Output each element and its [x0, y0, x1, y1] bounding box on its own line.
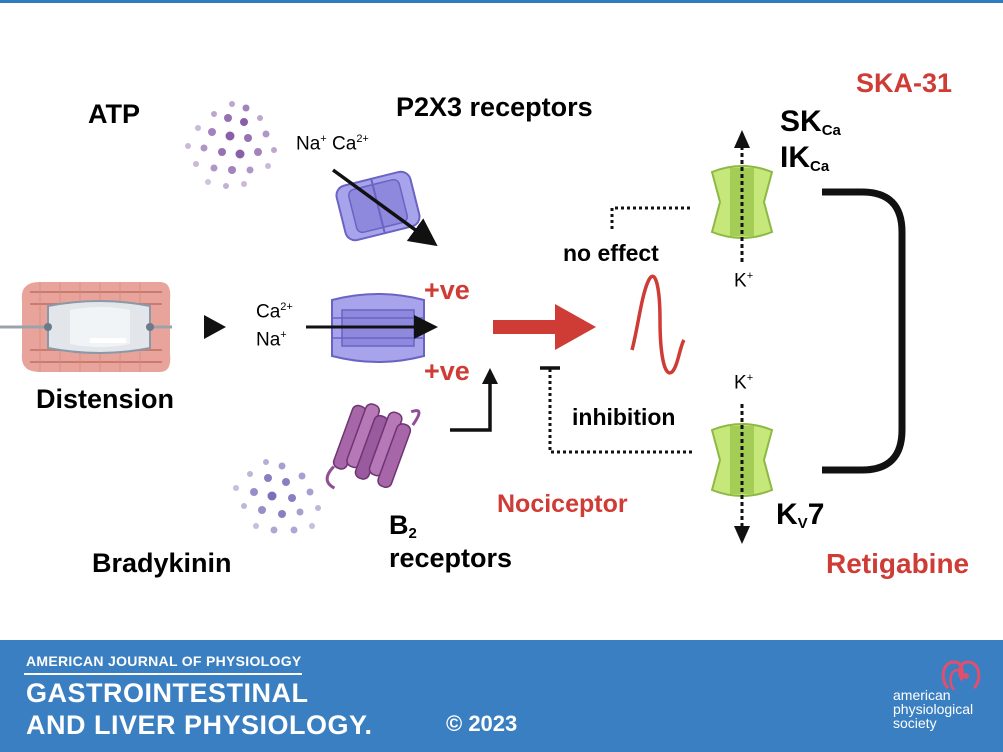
nociceptor-label: Nociceptor: [497, 490, 628, 518]
society-rule: [24, 673, 302, 675]
atp-label: ATP: [88, 99, 140, 129]
ska31-label: SKA-31: [856, 68, 953, 98]
journal-title-line2: AND LIVER PHYSIOLOGY.: [26, 710, 373, 740]
copyright-year: © 2023: [446, 711, 518, 736]
skca-label: SKCa: [780, 105, 841, 139]
k-efflux-bottom-head: [734, 526, 750, 544]
no-effect-label: no effect: [563, 240, 659, 266]
inhibition-connector: [548, 368, 692, 454]
activation-arrow: [493, 304, 596, 350]
colon-distension-illustration: [0, 282, 172, 372]
distension-arrow: [182, 315, 226, 339]
aps-line1: american: [893, 687, 951, 703]
society-line: AMERICAN JOURNAL OF PHYSIOLOGY: [26, 653, 302, 669]
k-bottom-label: K+: [734, 372, 754, 394]
bradykinin-molecules: [233, 459, 321, 534]
aps-wordmark: american physiological society: [893, 688, 983, 730]
journal-footer: [0, 640, 1003, 752]
journal-title-line1: GASTROINTESTINAL: [26, 678, 309, 708]
mechanism-diagram: [0, 101, 906, 544]
aps-line3: society: [893, 715, 937, 731]
p2x3-ion-arrow: [331, 168, 438, 247]
aps-logo-icon: [941, 660, 981, 691]
inhibition-label: inhibition: [572, 404, 676, 430]
ikca-label: IKCa: [780, 141, 830, 175]
k-efflux-top-head: [734, 130, 750, 148]
positive-label-2: +ve: [424, 356, 470, 386]
b2-arrowhead: [482, 368, 498, 384]
b2-receptor: [325, 403, 421, 490]
distension-label: Distension: [36, 384, 175, 414]
top-rule: [0, 0, 1003, 3]
na-mid-label: Na+: [256, 329, 287, 351]
bradykinin-label: Bradykinin: [92, 548, 232, 578]
action-potential-icon: [630, 274, 686, 375]
receptors-label: receptors: [389, 543, 513, 573]
kv7-label: KV7: [776, 498, 825, 532]
atp-molecules: [185, 101, 277, 189]
channel-bracket: [822, 188, 906, 474]
positive-label-1: +ve: [424, 275, 470, 305]
na-ca-top-label: Na+ Ca2+: [296, 133, 369, 155]
p2x3-label: P2X3 receptors: [396, 92, 593, 122]
ca-mid-label: Ca2+: [256, 301, 293, 323]
b2-positive-arrow: [450, 382, 492, 432]
retigabine-label: Retigabine: [826, 548, 970, 579]
aps-line2: physiological: [893, 701, 974, 717]
no-effect-connector: [610, 206, 690, 232]
k-top-label: K+: [734, 270, 754, 292]
b2-label: B2: [389, 510, 417, 542]
